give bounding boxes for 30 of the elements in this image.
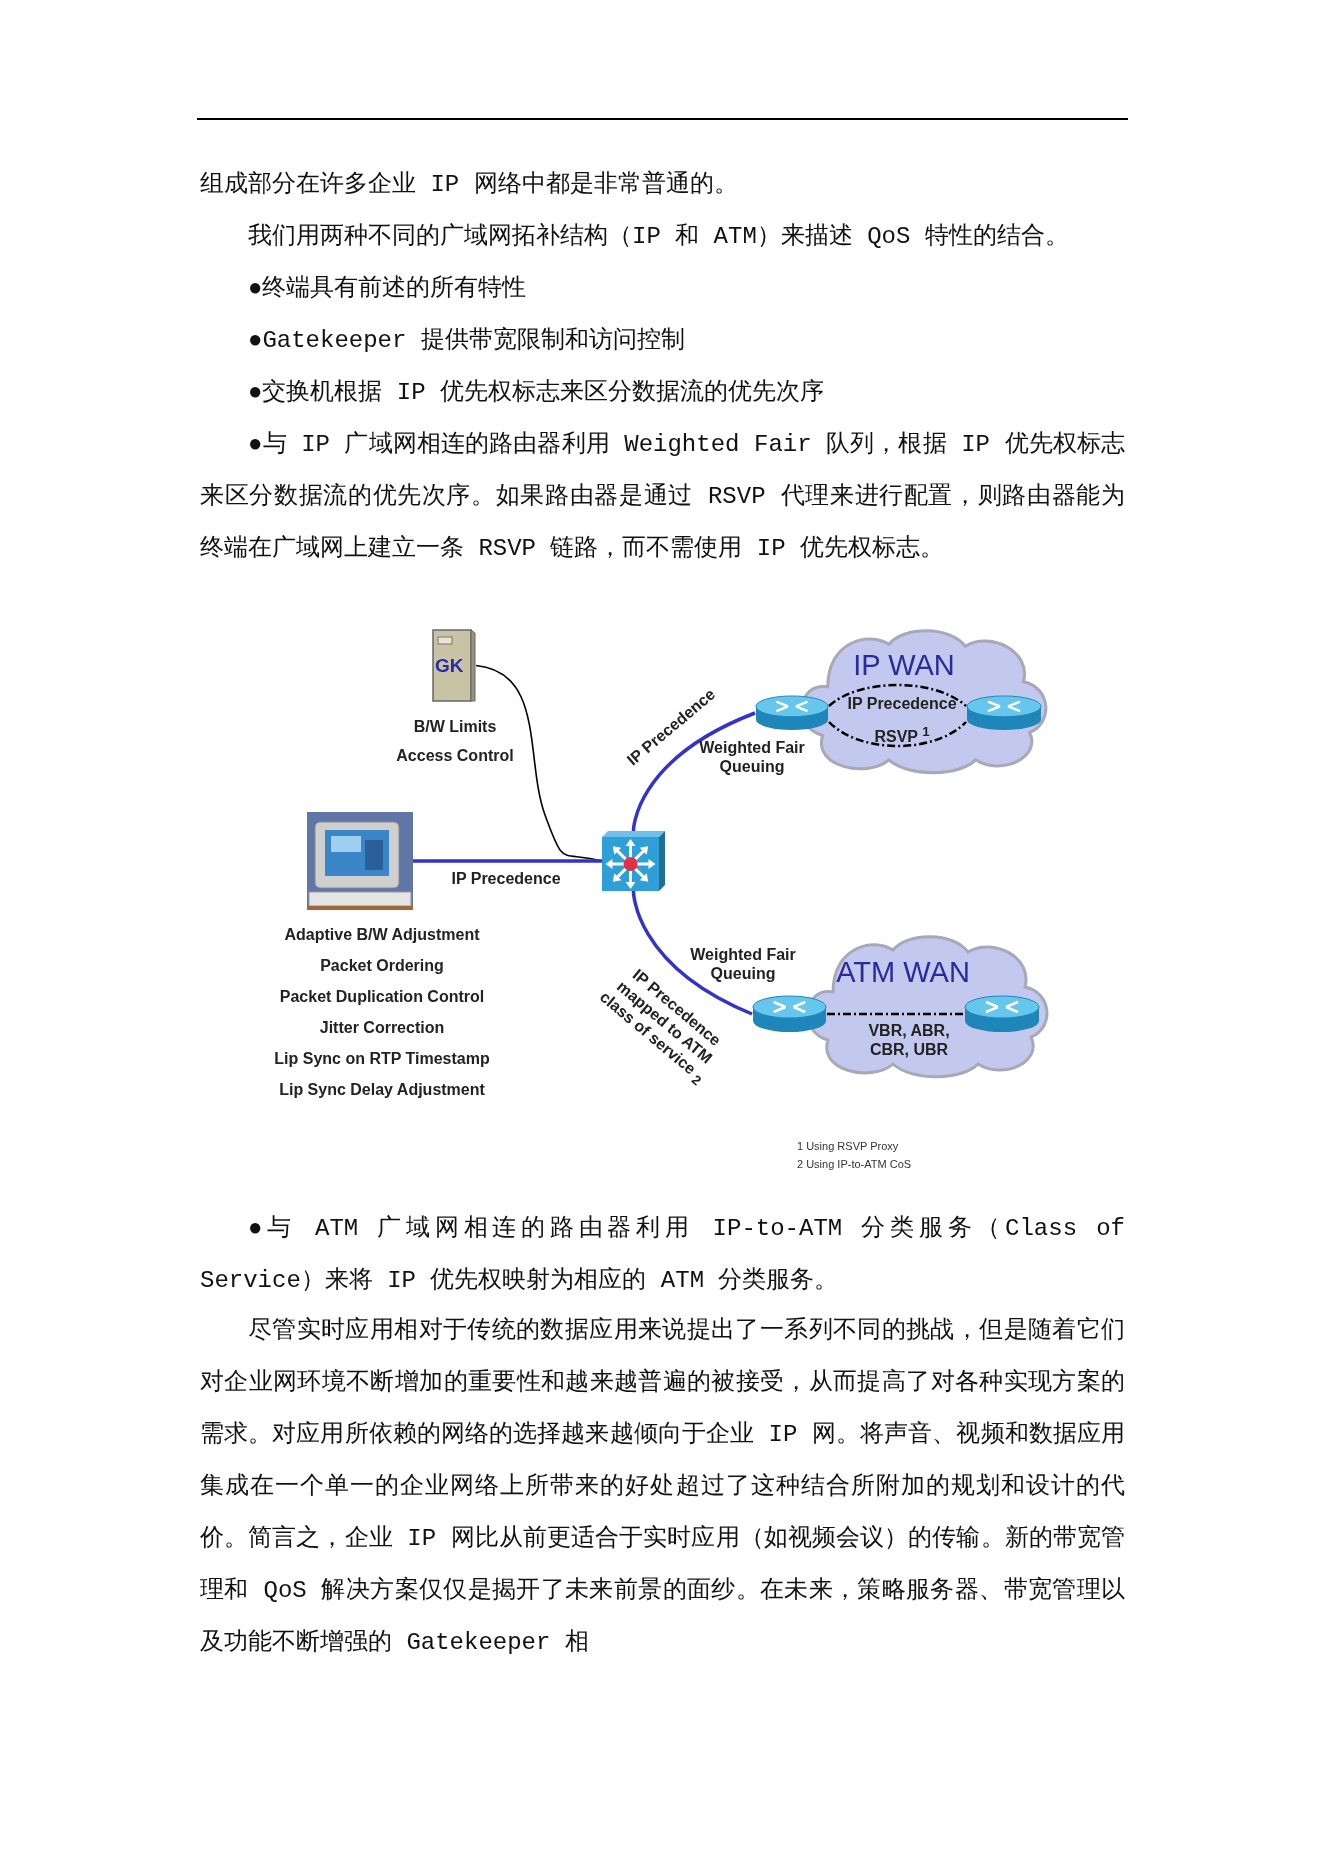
- connector-line: [413, 859, 602, 863]
- footnote: 2 Using IP-to-ATM CoS: [797, 1158, 912, 1170]
- connector-line: [631, 890, 753, 1016]
- body-paragraph: ●交换机根据 IP 优先权标志来区分数据流的优先次序: [247, 378, 825, 408]
- wan-label: RSVP $^{1}$: [873, 722, 931, 747]
- queuing-label: Weighted Fair Queuing: [690, 945, 797, 982]
- feature-label: Jitter Correction: [319, 1018, 445, 1037]
- body-paragraph: ●与 ATM 广域网相连的路由器利用 IP-to-ATM 分类服务（Class of Service）来将 IP 优先权映射为相应的 ATM 分类服务。: [200, 1214, 1125, 1296]
- service-label: VBR, ABR, CBR, UBR: [867, 1021, 951, 1059]
- feature-label: B/W Limits: [413, 717, 497, 736]
- feature-label: Packet Duplication Control: [279, 987, 485, 1006]
- server-label: GK: [435, 655, 464, 677]
- body-paragraph: ●与 IP 广域网相连的路由器利用 Weighted Fair 队列，根据 IP 优先权标志来区分数据流的优先次序。如果路由器是通过 RSVP 代理来进行配置，则路由器能为终端在广域网上建立一条 RSVP 链路，而不需使用 IP 优先权标志。: [200, 430, 1125, 564]
- body-paragraph: 尽管实时应用相对于传统的数据应用来说提出了一系列不同的挑战，但是随着它们对企业网环境不断增加的重要性和越来越普遍的被接受，从而提高了对各种实现方案的需求。对应用所依赖的网络的选择越来越倾向于企业 IP 网。将声音、视频和数据应用集成在一个单一的企业网络上所带来的好处超过了这种结合所附加的规划和设计的代价。简言之，企业 IP 网比从前更适合于实时应用（如视频会议）的传输。新的带宽管理和 QoS 解决方案仅仅是揭开了未来前景的面纱。在未来，策略服务器、带宽管理以及功能不断增强的 Gatekeeper 相: [200, 1315, 1125, 1658]
- cloud-title: ATM WAN: [836, 955, 970, 989]
- dashed-line: [827, 683, 968, 748]
- feature-label: Adaptive B/W Adjustment: [284, 925, 480, 944]
- body-paragraph: ●Gatekeeper 提供带宽限制和访问控制: [247, 325, 686, 356]
- footnote: 1 Using RSVP Proxy: [797, 1140, 899, 1152]
- body-paragraph: 我们用两种不同的广域网拓补结构（IP 和 ATM）来描述 QoS 特性的结合。: [247, 222, 1070, 252]
- body-paragraph: ●终端具有前述的所有特性: [247, 274, 528, 304]
- dashed-line: [827, 1012, 964, 1016]
- feature-label: Lip Sync on RTP Timestamp: [274, 1049, 490, 1068]
- feature-label: Access Control: [396, 746, 514, 765]
- wan-label: IP Precedence: [846, 693, 958, 713]
- feature-label: Lip Sync Delay Adjustment: [279, 1080, 485, 1099]
- cloud-title: IP WAN: [853, 648, 955, 682]
- edge-label: IP Precedence: [450, 868, 562, 888]
- body-paragraph: 组成部分在许多企业 IP 网络中都是非常普通的。: [200, 169, 739, 200]
- feature-label: Packet Ordering: [320, 956, 444, 975]
